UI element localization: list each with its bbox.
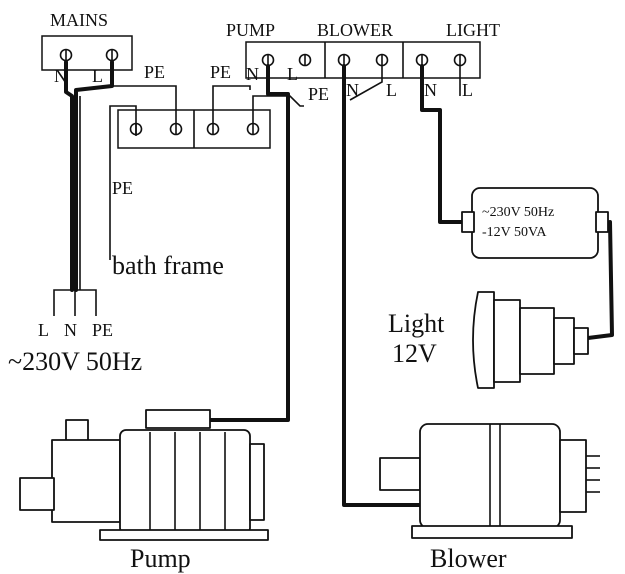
- pe-terminal-block: [117, 109, 271, 149]
- output-terminal-strip: PUMP BLOWER LIGHT: [226, 20, 500, 79]
- mains-block-body: [41, 35, 133, 71]
- supply-voltage-label: ~230V 50Hz: [8, 347, 142, 376]
- wires: [64, 60, 614, 507]
- mains-l-label: L: [92, 66, 103, 86]
- pump-n-label: N: [246, 64, 259, 84]
- blower-n-label: N: [346, 80, 359, 100]
- pe-screw-3-icon: [206, 122, 220, 136]
- transformer-line1: ~230V 50Hz: [482, 205, 554, 220]
- mains-n-wire: [64, 60, 74, 292]
- transformer-icon: ~230V 50Hz -12V 50VA: [461, 187, 609, 259]
- transformer-body: [471, 187, 599, 259]
- light-fixture-icon: [472, 291, 589, 389]
- blower-label: Blower: [430, 544, 507, 573]
- pump-pe-label: PE: [210, 62, 231, 82]
- pe-screw-2-icon: [169, 122, 183, 136]
- bath-frame-label: bath frame: [112, 251, 224, 280]
- supply-l-label: L: [38, 320, 49, 340]
- supply-n-label: N: [64, 320, 77, 340]
- light-n-label: N: [424, 80, 437, 100]
- pump-motor-icon: [19, 409, 269, 541]
- light-12v-wire: [586, 220, 614, 340]
- pump-title: PUMP: [226, 20, 275, 40]
- light-l-label: L: [462, 80, 473, 100]
- mains-label: MAINS: [50, 10, 108, 30]
- light-title: LIGHT: [446, 20, 500, 40]
- light-label-1: Light: [388, 309, 445, 338]
- pe-wire-label: PE: [112, 178, 133, 198]
- mains-l-wire: [74, 60, 114, 292]
- supply-plug-icon: [53, 289, 97, 316]
- pump-pe-lower-label: PE: [308, 84, 329, 104]
- pump-power-wire: [208, 64, 290, 422]
- pump-pe-wire: [212, 85, 251, 123]
- pump-l-label: L: [287, 64, 298, 84]
- supply-pe-label: PE: [92, 320, 113, 340]
- transformer-line2: -12V 50VA: [482, 225, 547, 240]
- output-strip-body: [245, 41, 481, 79]
- mains-pe-label: PE: [144, 62, 165, 82]
- blower-motor-icon: [379, 423, 600, 539]
- mains-pe-wire: [112, 85, 177, 123]
- bath-frame-pe-wire: [109, 105, 137, 260]
- pump-screw-l-icon: [298, 53, 312, 67]
- pe-screw-4-icon: [246, 122, 260, 136]
- blower-l-wire: [349, 66, 383, 101]
- blower-n-wire: [342, 64, 427, 507]
- blower-l-label: L: [386, 80, 397, 100]
- blower-title: BLOWER: [317, 20, 393, 40]
- mains-n-label: N: [54, 66, 67, 86]
- light-label-2: 12V: [392, 339, 437, 368]
- mains-terminal-block: MAINS N L: [41, 10, 133, 86]
- blower-screw-l-icon: [375, 53, 389, 67]
- light-n-wire: [420, 64, 464, 224]
- pump-label: Pump: [130, 544, 191, 573]
- light-screw-l-icon: [453, 53, 467, 67]
